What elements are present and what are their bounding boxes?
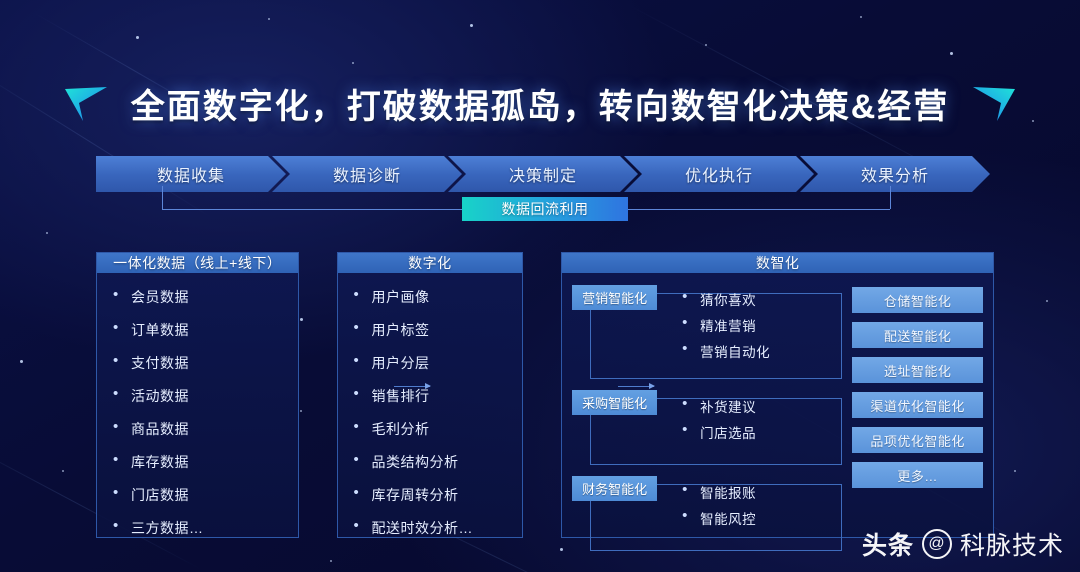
list-item: 门店选品 <box>682 421 756 442</box>
list-item: 库存数据 <box>113 451 288 472</box>
integrated-data-list: 会员数据 订单数据 支付数据 活动数据 商品数据 库存数据 门店数据 三方数据… <box>113 286 288 538</box>
badge-warehouse-intelligence[interactable]: 仓储智能化 <box>852 287 983 313</box>
badge-delivery-intelligence[interactable]: 配送智能化 <box>852 322 983 348</box>
list-item: 销售排行 <box>354 385 513 406</box>
watermark-account: 科脉技术 <box>959 532 1064 560</box>
process-step-1[interactable]: 数据收集 <box>96 156 286 192</box>
group-tag[interactable]: 营销智能化 <box>572 285 658 310</box>
list-item: 用户画像 <box>354 286 513 307</box>
chevron-accent-right-icon <box>973 87 1016 121</box>
panel-integrated-data: 一体化数据（线上+线下） 会员数据 订单数据 支付数据 活动数据 商品数据 库存… <box>96 252 299 538</box>
process-step-3[interactable]: 决策制定 <box>448 156 638 192</box>
connector-arrow-1-icon <box>394 383 431 389</box>
feedback-loop-badge[interactable]: 数据回流利用 <box>462 197 628 221</box>
list-item: 毛利分析 <box>354 418 513 439</box>
process-step-label: 数据诊断 <box>332 168 401 185</box>
intelligence-badge-column: 仓储智能化 配送智能化 选址智能化 渠道优化智能化 品项优化智能化 更多… <box>852 285 983 551</box>
panel-header: 数智化 <box>562 253 993 273</box>
list-item: 门店数据 <box>113 484 288 505</box>
panel-digitalization: 数字化 用户画像 用户标签 用户分层 销售排行 毛利分析 品类结构分析 库存周转… <box>336 252 524 538</box>
group-procurement-intelligence: 采购智能化 补货建议 门店选品 <box>572 390 843 465</box>
process-step-label: 数据收集 <box>156 168 225 185</box>
panel-body: 用户画像 用户标签 用户分层 销售排行 毛利分析 品类结构分析 库存周转分析 配… <box>338 273 523 559</box>
list-item: 精准营销 <box>682 314 770 335</box>
panel-row: 一体化数据（线上+线下） 会员数据 订单数据 支付数据 活动数据 商品数据 库存… <box>96 252 994 551</box>
process-step-4[interactable]: 优化执行 <box>624 156 814 192</box>
group-item-list: 补货建议 门店选品 <box>682 395 756 448</box>
list-item: 活动数据 <box>113 385 288 406</box>
process-flow: 数据收集 数据诊断 决策制定 优化执行 效果分析 <box>96 156 990 192</box>
feedback-loop: 数据回流利用 <box>96 186 990 228</box>
process-step-5[interactable]: 效果分析 <box>800 156 990 192</box>
panel-intelligent-data: 数智化 营销智能化 猜你喜欢 精准营销 营销自动化 采购智能 <box>561 252 994 551</box>
panel-body: 会员数据 订单数据 支付数据 活动数据 商品数据 库存数据 门店数据 三方数据… <box>97 273 298 559</box>
intelligence-group-column: 营销智能化 猜你喜欢 精准营销 营销自动化 采购智能化 补货建议 门店选品 <box>572 285 843 551</box>
process-step-label: 决策制定 <box>508 168 577 185</box>
watermark: 头条 @ 科脉技术 <box>862 526 1064 562</box>
process-step-label: 优化执行 <box>684 168 753 185</box>
list-item: 配送时效分析… <box>354 517 513 538</box>
list-item: 营销自动化 <box>682 340 770 361</box>
group-finance-intelligence: 财务智能化 智能报账 智能风控 <box>572 476 843 551</box>
process-step-label: 效果分析 <box>860 168 929 185</box>
list-item: 用户分层 <box>354 352 513 373</box>
chevron-accent-left-icon <box>64 87 107 121</box>
title-row: 全面数字化，打破数据孤岛，转向数智化决策&经营 <box>0 72 1080 134</box>
list-item: 支付数据 <box>113 352 288 373</box>
list-item: 品类结构分析 <box>354 451 513 472</box>
badge-item-optimization-intelligence[interactable]: 品项优化智能化 <box>852 427 983 453</box>
list-item: 订单数据 <box>113 319 288 340</box>
panel-header: 数字化 <box>337 253 523 273</box>
badge-more[interactable]: 更多… <box>852 462 983 488</box>
group-tag[interactable]: 采购智能化 <box>572 390 658 415</box>
list-item: 会员数据 <box>113 286 288 307</box>
process-step-2[interactable]: 数据诊断 <box>272 156 462 192</box>
group-marketing-intelligence: 营销智能化 猜你喜欢 精准营销 营销自动化 <box>572 285 843 379</box>
badge-site-selection-intelligence[interactable]: 选址智能化 <box>852 357 983 383</box>
list-item: 补货建议 <box>682 395 756 416</box>
group-item-list: 智能报账 智能风控 <box>682 481 756 534</box>
digitalization-list: 用户画像 用户标签 用户分层 销售排行 毛利分析 品类结构分析 库存周转分析 配… <box>354 286 513 538</box>
panel-header: 一体化数据（线上+线下） <box>97 253 298 273</box>
panel-body: 营销智能化 猜你喜欢 精准营销 营销自动化 采购智能化 补货建议 门店选品 <box>562 273 993 561</box>
badge-channel-optimization-intelligence[interactable]: 渠道优化智能化 <box>852 392 983 418</box>
watermark-platform: 头条 <box>861 532 914 560</box>
list-item: 智能风控 <box>682 507 756 528</box>
list-item: 猜你喜欢 <box>682 288 770 309</box>
at-symbol-icon: @ <box>921 529 952 559</box>
list-item: 三方数据… <box>113 517 288 538</box>
page-title: 全面数字化，打破数据孤岛，转向数智化决策&经营 <box>130 87 950 126</box>
list-item: 用户标签 <box>354 319 513 340</box>
group-item-list: 猜你喜欢 精准营销 营销自动化 <box>682 288 770 367</box>
connector-arrow-2-icon <box>618 383 655 389</box>
list-item: 智能报账 <box>682 481 756 502</box>
group-tag[interactable]: 财务智能化 <box>572 476 658 501</box>
list-item: 库存周转分析 <box>354 484 513 505</box>
list-item: 商品数据 <box>113 418 288 439</box>
